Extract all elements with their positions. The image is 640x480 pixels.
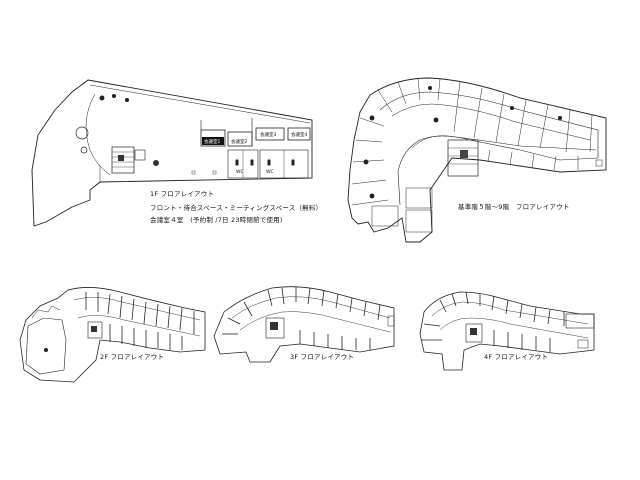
upper-floor-plan — [347, 77, 607, 243]
floor4-plan — [419, 291, 595, 371]
floor1-room-labels: 会議室1 会議室2 会議室3 会議室4 WC WC — [202, 131, 307, 175]
floor2-title: 2F フロアレイアウト — [100, 353, 165, 361]
floor4-title: 4F フロアレイアウト — [484, 353, 549, 361]
floor2-plan — [19, 287, 206, 383]
room-label-2: 会議室2 — [231, 138, 247, 145]
room-label-1: 会議室1 — [204, 138, 220, 145]
room-label-3: 会議室3 — [260, 131, 276, 138]
floor1-title: 1F フロアレイアウト — [150, 190, 215, 198]
wc-label-1: WC — [236, 169, 244, 175]
floor3-title: 3F フロアレイアウト — [290, 353, 355, 361]
floor1-plan — [31, 79, 313, 227]
floor1-description-line2: 会議室４室 (予約制 /7日 23時閉館で使用) — [150, 216, 283, 224]
room-label-4: 会議室4 — [291, 131, 307, 138]
floor1-description-line1: フロント・待合スペース・ミーティングスペース（無料） — [150, 204, 323, 212]
upper-floors-title: 基準階５階～9階 フロアレイアウト — [458, 203, 570, 211]
wc-label-2: WC — [266, 169, 274, 175]
floor3-plan — [213, 286, 395, 363]
